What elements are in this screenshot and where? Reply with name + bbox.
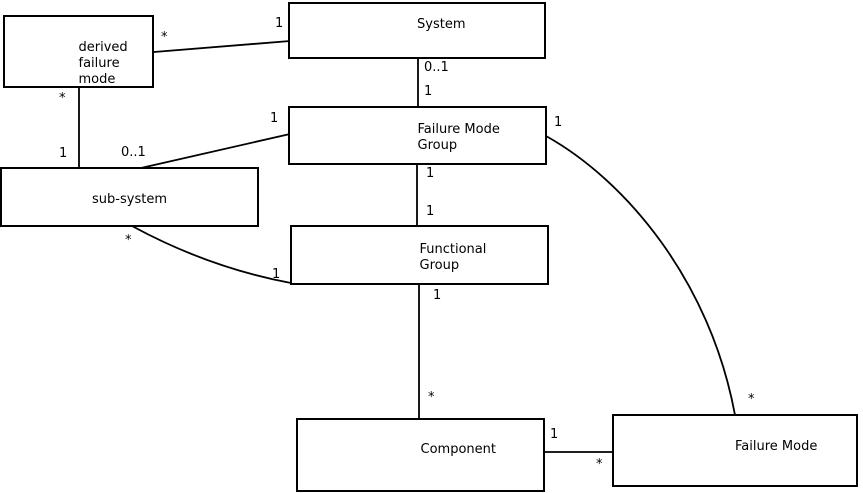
multiplicity-1-to: 1 bbox=[59, 146, 68, 161]
entity-functional-group: Functional Group bbox=[290, 225, 549, 285]
multiplicity-0-to: 1 bbox=[275, 16, 284, 31]
entity-component: Component bbox=[296, 418, 545, 492]
multiplicity-6-from: 1 bbox=[433, 288, 442, 303]
multiplicity-4-from: 1 bbox=[426, 166, 435, 181]
association-sub-system-failure-mode-group bbox=[140, 133, 291, 169]
multiplicity-8-to: * bbox=[748, 392, 755, 407]
entity-failure-mode-label: Failure Mode bbox=[735, 439, 818, 454]
multiplicity-6-to: * bbox=[428, 390, 435, 405]
entity-derived-failure-mode-label: derived failure mode bbox=[78, 40, 128, 87]
multiplicity-2-from: 0..1 bbox=[121, 145, 146, 160]
multiplicity-3-from: 0..1 bbox=[424, 60, 449, 75]
entity-derived-failure-mode: derived failure mode bbox=[3, 15, 154, 88]
entity-sub-system: sub-system bbox=[0, 167, 259, 227]
multiplicity-2-to: 1 bbox=[270, 111, 279, 126]
multiplicity-8-from: 1 bbox=[554, 115, 563, 130]
multiplicity-7-from: 1 bbox=[550, 427, 559, 442]
multiplicity-5-to: 1 bbox=[272, 267, 281, 282]
association-sub-system-functional-group bbox=[131, 225, 292, 284]
entity-sub-system-label: sub-system bbox=[92, 192, 167, 207]
entity-failure-mode-group: Failure Mode Group bbox=[288, 106, 547, 165]
entity-functional-group-label: Functional Group bbox=[419, 242, 487, 273]
multiplicity-5-from: * bbox=[125, 233, 132, 248]
entity-component-label: Component bbox=[420, 442, 496, 457]
multiplicity-3-to: 1 bbox=[424, 84, 433, 99]
multiplicity-4-to: 1 bbox=[426, 204, 435, 219]
association-derived-failure-mode-system bbox=[153, 40, 291, 53]
multiplicity-0-from: * bbox=[161, 30, 168, 45]
entity-system: System bbox=[288, 2, 546, 59]
multiplicity-1-from: * bbox=[59, 91, 66, 106]
multiplicity-7-to: * bbox=[596, 457, 603, 472]
entity-failure-mode-group-label: Failure Mode Group bbox=[417, 122, 500, 153]
association-failure-mode-group-failure-mode bbox=[545, 135, 736, 416]
entity-system-label: System bbox=[417, 17, 466, 32]
entity-failure-mode: Failure Mode bbox=[612, 414, 858, 487]
